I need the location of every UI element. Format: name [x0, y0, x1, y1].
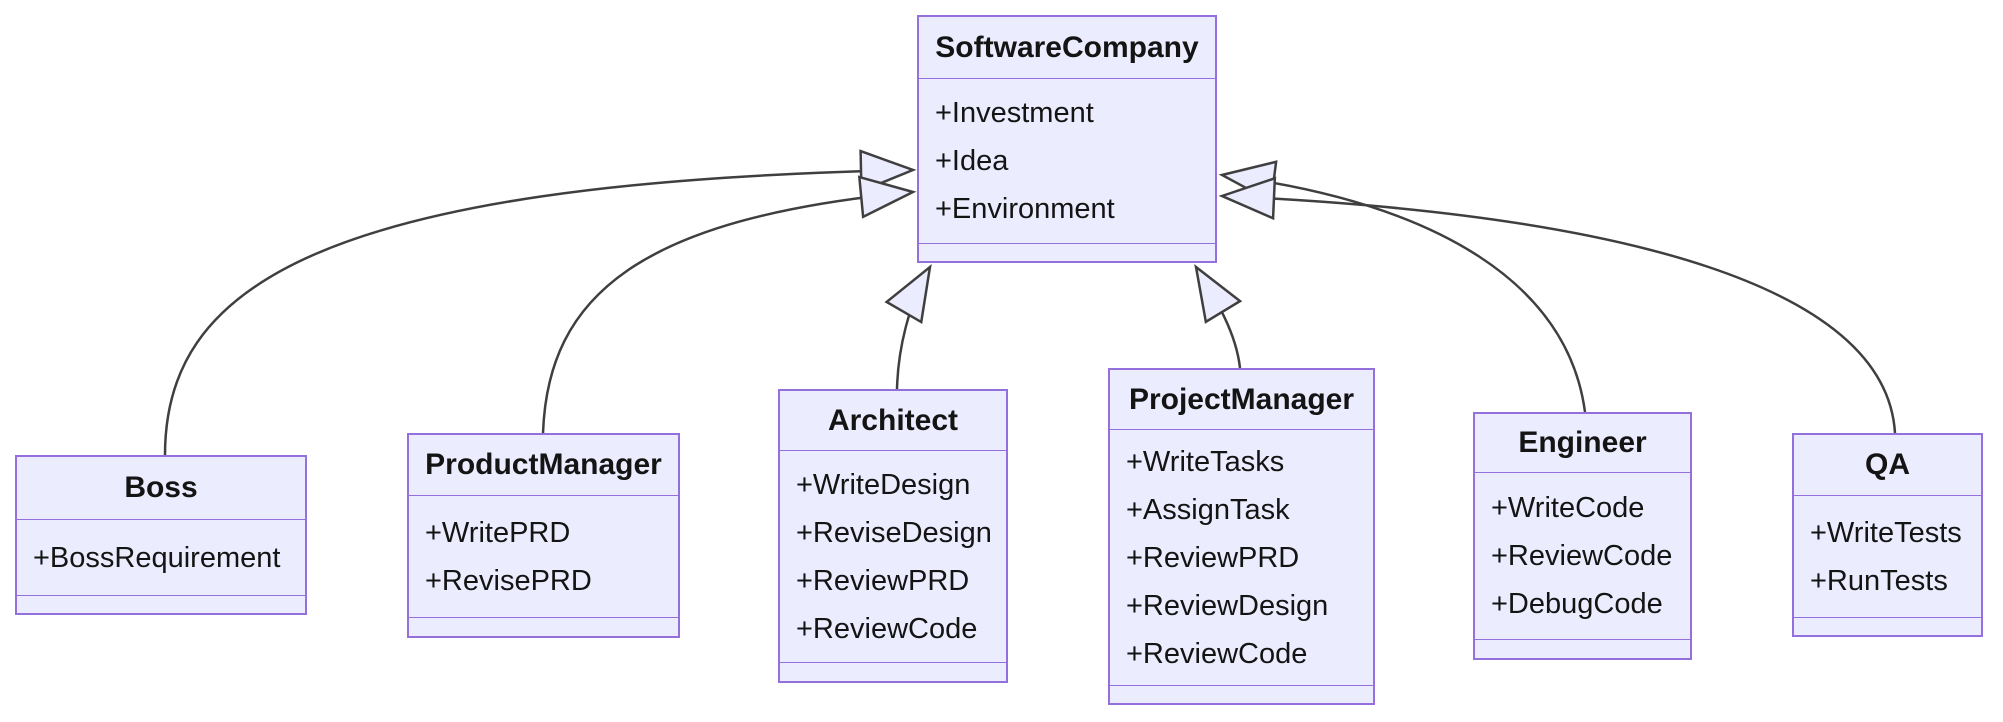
- class-members: +WriteTasks +AssignTask +ReviewPRD +Revi…: [1110, 429, 1373, 685]
- class-methods-empty: [1794, 617, 1981, 635]
- class-title: Architect: [827, 403, 959, 437]
- class-member: +WritePRD: [425, 516, 571, 549]
- class-member: +ReviewPRD: [796, 564, 970, 597]
- class-box-productmanager: ProductManager +WritePRD +RevisePRD: [407, 433, 680, 638]
- class-box-softwarecompany: SoftwareCompany +Investment +Idea +Envir…: [917, 15, 1217, 263]
- class-members: +WriteTests +RunTests: [1794, 495, 1981, 617]
- class-methods-empty: [780, 662, 1006, 681]
- inheritance-arrow-productmanager-to-softwarecompany: [541, 175, 917, 434]
- class-member: +AssignTask: [1126, 493, 1290, 526]
- class-title: ProductManager: [425, 448, 662, 481]
- class-member: +ReviewPRD: [1126, 541, 1300, 574]
- class-member: +RevisePRD: [425, 564, 592, 597]
- class-member: +ReviewCode: [796, 612, 978, 645]
- class-members: +WriteCode +ReviewCode +DebugCode: [1475, 472, 1690, 639]
- class-member: +Environment: [935, 193, 1115, 225]
- class-title: SoftwareCompany: [935, 30, 1199, 64]
- inheritance-arrow-architect-to-softwarecompany: [884, 263, 932, 390]
- class-members: +WriteDesign +ReviseDesign +ReviewPRD +R…: [780, 450, 1006, 662]
- class-title: ProjectManager: [1128, 382, 1355, 416]
- class-box-boss: Boss +BossRequirement: [15, 455, 307, 615]
- class-members: +Investment +Idea +Environment: [919, 78, 1215, 243]
- class-box-projectmanager: ProjectManager +WriteTasks +AssignTask +…: [1108, 368, 1375, 705]
- class-methods-empty: [409, 617, 678, 636]
- inheritance-arrow-engineer-to-softwarecompany: [1218, 160, 1587, 413]
- class-member: +Investment: [935, 97, 1094, 129]
- class-member: +Idea: [935, 145, 1009, 177]
- class-title: Engineer: [1518, 426, 1647, 459]
- class-member: +WriteDesign: [796, 468, 971, 501]
- class-member: +ReviewDesign: [1126, 589, 1329, 622]
- class-box-architect: Architect +WriteDesign +ReviseDesign +Re…: [778, 389, 1008, 683]
- class-methods-empty: [919, 243, 1215, 261]
- class-methods-empty: [1475, 639, 1690, 658]
- class-member: +DebugCode: [1491, 588, 1663, 620]
- inheritance-arrow-boss-to-softwarecompany: [163, 149, 917, 456]
- class-member: +RunTests: [1810, 564, 1948, 597]
- class-title: Boss: [124, 471, 198, 504]
- class-member: +ReviseDesign: [796, 516, 992, 549]
- class-title: QA: [1865, 448, 1910, 481]
- inheritance-arrow-qa-to-softwarecompany: [1218, 176, 1897, 434]
- class-box-engineer: Engineer +WriteCode +ReviewCode +DebugCo…: [1473, 412, 1692, 660]
- class-box-qa: QA +WriteTests +RunTests: [1792, 433, 1983, 637]
- class-methods-empty: [1110, 685, 1373, 703]
- class-member: +ReviewCode: [1491, 540, 1673, 572]
- class-member: +WriteTasks: [1126, 445, 1285, 478]
- class-member: +BossRequirement: [33, 541, 281, 574]
- class-member: +WriteTests: [1810, 516, 1962, 549]
- class-member: +ReviewCode: [1126, 637, 1308, 670]
- class-members: +WritePRD +RevisePRD: [409, 495, 678, 617]
- class-member: +WriteCode: [1491, 492, 1645, 524]
- class-members: +BossRequirement: [17, 519, 305, 595]
- class-methods-empty: [17, 595, 305, 613]
- inheritance-arrow-projectmanager-to-softwarecompany: [1194, 264, 1243, 369]
